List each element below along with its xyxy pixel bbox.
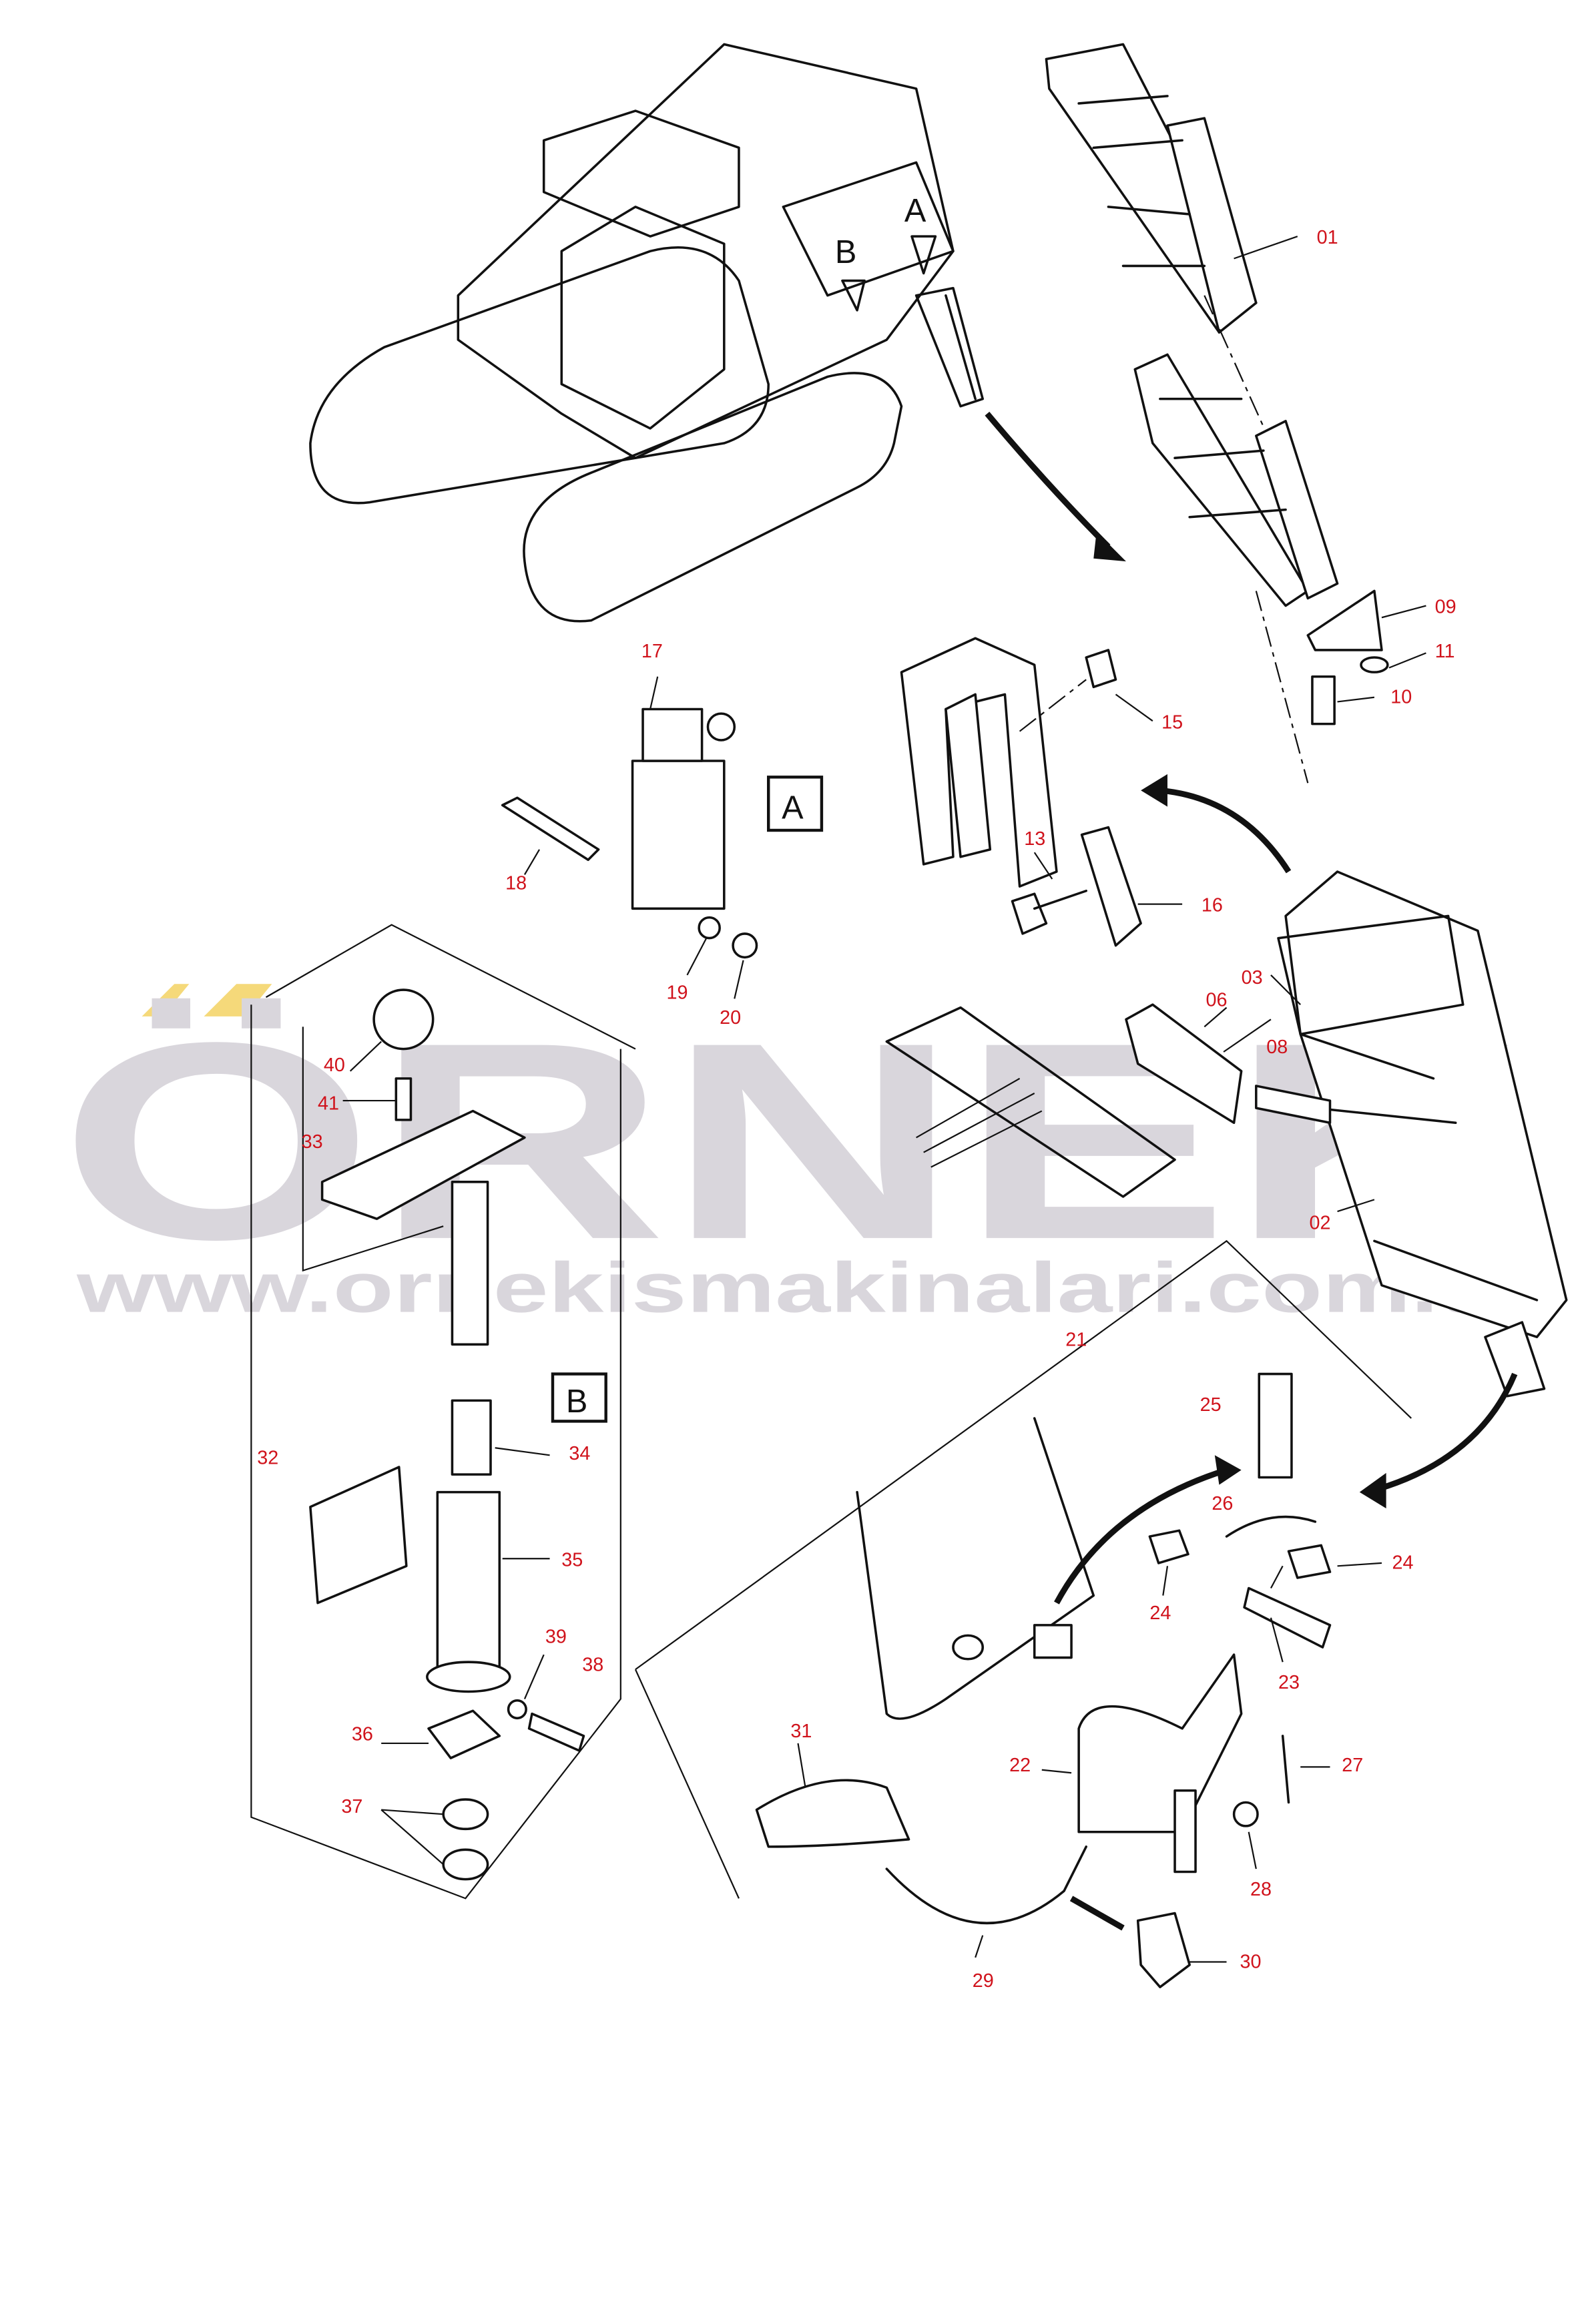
callout-20: 20 — [720, 1007, 741, 1029]
watermark-accent — [142, 984, 190, 1017]
callout-38: 38 — [582, 1654, 603, 1675]
callout-21: 21 — [1065, 1330, 1087, 1351]
callout-32: 32 — [257, 1448, 278, 1469]
callout-06: 06 — [1206, 989, 1228, 1010]
callout-18: 18 — [505, 873, 527, 894]
callout-13: 13 — [1024, 828, 1045, 850]
frame-assembly — [1270, 870, 1568, 1508]
callout-40: 40 — [324, 1055, 345, 1076]
callout-labels: 01 09 11 10 15 17 13 16 18 03 06 08 19 2… — [257, 227, 1456, 1992]
callout-26: 26 — [1212, 1493, 1233, 1514]
callout-24: 24 — [1392, 1552, 1413, 1574]
detail-a-label: A — [782, 790, 804, 826]
callout-08: 08 — [1266, 1037, 1288, 1058]
callout-37: 37 — [341, 1796, 362, 1817]
view-marker-a: A — [904, 193, 926, 229]
bracket-assembly — [900, 637, 1292, 947]
watermark-accent — [204, 984, 272, 1017]
excavator-overview: A B — [309, 43, 1126, 623]
callout-16: 16 — [1202, 895, 1223, 916]
callout-25: 25 — [1200, 1394, 1222, 1416]
callout-36: 36 — [352, 1724, 373, 1745]
callout-23: 23 — [1278, 1672, 1300, 1693]
callout-35: 35 — [561, 1549, 583, 1570]
detail-a-box — [767, 776, 824, 832]
callout-19: 19 — [666, 982, 688, 1003]
callout-17: 17 — [641, 641, 663, 662]
callout-24: 24 — [1149, 1603, 1171, 1624]
detail-b-box — [551, 1372, 607, 1423]
callout-39: 39 — [545, 1626, 567, 1647]
callout-15: 15 — [1161, 711, 1183, 733]
pin-lock-assembly: B — [250, 924, 636, 1900]
callout-09: 09 — [1435, 597, 1456, 618]
lock-mechanism — [634, 1239, 1412, 1988]
callout-34: 34 — [569, 1443, 590, 1464]
callout-41: 41 — [318, 1093, 339, 1114]
watermark-url: www.ornekismakinalari.com.tr — [76, 1248, 1511, 1328]
callout-03: 03 — [1242, 967, 1263, 988]
callout-31: 31 — [790, 1721, 812, 1742]
callout-02: 02 — [1310, 1213, 1331, 1234]
ladder-upper — [1045, 43, 1298, 444]
callout-27: 27 — [1342, 1755, 1363, 1776]
callout-11: 11 — [1435, 641, 1455, 662]
limit-switch-assembly: A — [501, 676, 824, 999]
callout-22: 22 — [1009, 1755, 1031, 1776]
callout-29: 29 — [973, 1970, 994, 1992]
callout-01: 01 — [1317, 227, 1338, 248]
callout-10: 10 — [1390, 687, 1412, 708]
hinge-assembly — [885, 1003, 1332, 1198]
view-marker-b: B — [835, 234, 856, 270]
ladder-lower — [1133, 353, 1426, 784]
callout-28: 28 — [1250, 1879, 1272, 1900]
callout-30: 30 — [1240, 1951, 1261, 1972]
detail-b-label: B — [566, 1384, 587, 1420]
callout-33: 33 — [302, 1131, 323, 1153]
